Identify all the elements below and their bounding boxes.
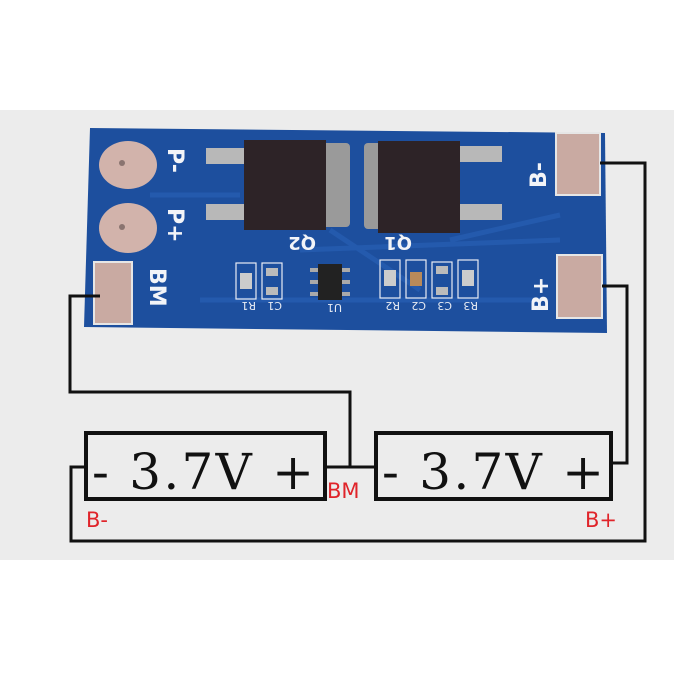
label-b-minus: B- <box>86 508 108 532</box>
pad-bm <box>93 261 133 325</box>
silk-c3: C3 <box>437 299 452 312</box>
battery-cell-left <box>84 431 327 501</box>
pad-p-minus <box>99 141 157 189</box>
silk-p-plus: P+ <box>162 208 187 243</box>
silk-q1: Q1 <box>384 232 412 253</box>
silk-p-minus: P- <box>162 148 187 173</box>
silk-q2: Q2 <box>288 232 316 253</box>
silk-b-minus: B- <box>527 162 552 188</box>
wire-b-plus <box>602 284 629 465</box>
passive-components <box>235 259 479 300</box>
silk-c1: C1 <box>267 299 282 312</box>
label-b-plus: B+ <box>585 508 617 532</box>
silk-c2: C2 <box>411 299 426 312</box>
label-bm: BM <box>327 479 360 503</box>
cell-right-label: - 3.7V + <box>382 443 604 501</box>
silk-b-plus: B+ <box>529 277 554 312</box>
pcb-board: P- P+ BM B- B+ Q2 Q1 R1 C1 U1 R2 C2 C3 R… <box>84 128 607 333</box>
cell-left-label: - 3.7V + <box>92 443 314 501</box>
mosfet-q1 <box>364 141 502 233</box>
wire-b-minus <box>69 161 647 543</box>
pad-b-plus <box>556 254 603 319</box>
ic-u1 <box>310 264 350 300</box>
pad-p-plus <box>99 203 157 253</box>
silk-r2: R2 <box>385 299 400 312</box>
silk-bm: BM <box>144 268 169 307</box>
silk-r1: R1 <box>241 299 256 312</box>
battery-cell-right <box>374 431 613 501</box>
wire-bm <box>68 294 352 467</box>
silk-r3: R3 <box>463 299 478 312</box>
silk-u1: U1 <box>327 301 342 314</box>
pad-b-minus <box>555 132 601 196</box>
mosfet-q2 <box>206 140 350 230</box>
